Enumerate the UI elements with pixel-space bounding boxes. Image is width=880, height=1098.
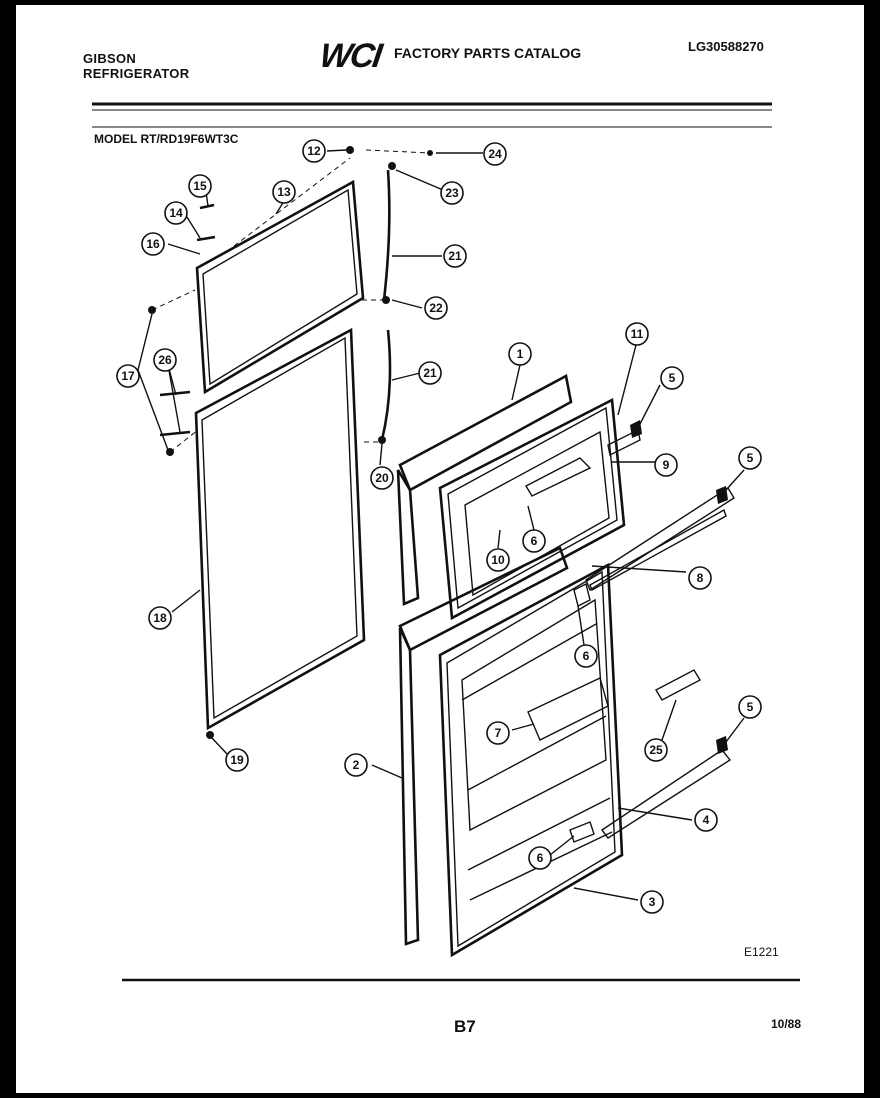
product-type: REFRIGERATOR <box>83 66 190 81</box>
callout-15: 15 <box>188 174 212 198</box>
callout-1: 1 <box>508 342 532 366</box>
svg-text:5: 5 <box>747 451 754 465</box>
callout-11: 11 <box>625 322 649 346</box>
brand-name: GIBSON <box>83 51 137 66</box>
callout-9: 9 <box>654 453 678 477</box>
svg-text:14: 14 <box>169 206 183 220</box>
callout-24: 24 <box>483 142 507 166</box>
callout-20: 20 <box>370 466 394 490</box>
callout-6a: 6 <box>522 529 546 553</box>
svg-text:3: 3 <box>649 895 656 909</box>
leader-lines <box>137 149 745 901</box>
svg-text:15: 15 <box>193 179 207 193</box>
svg-text:23: 23 <box>445 186 459 200</box>
svg-text:6: 6 <box>583 649 590 663</box>
svg-text:13: 13 <box>277 185 291 199</box>
parts-catalog-page: GIBSON REFRIGERATOR WCI FACTORY PARTS CA… <box>16 5 864 1093</box>
svg-text:26: 26 <box>158 353 172 367</box>
callout-17: 17 <box>116 364 140 388</box>
callout-6c: 6 <box>528 846 552 870</box>
svg-text:9: 9 <box>663 458 670 472</box>
callout-16: 16 <box>141 232 165 256</box>
fresh-food-door-gasket <box>194 327 366 731</box>
svg-text:16: 16 <box>146 237 160 251</box>
callout-25: 25 <box>644 738 668 762</box>
callout-3: 3 <box>640 890 664 914</box>
callout-5a: 5 <box>660 366 684 390</box>
svg-text:22: 22 <box>429 301 443 315</box>
freezer-door-breaker <box>396 374 573 606</box>
svg-text:21: 21 <box>448 249 462 263</box>
callout-21a: 21 <box>443 244 467 268</box>
svg-text:4: 4 <box>703 813 710 827</box>
callout-18: 18 <box>148 606 172 630</box>
svg-text:21: 21 <box>423 366 437 380</box>
svg-text:10: 10 <box>491 553 505 567</box>
callout-10: 10 <box>486 548 510 572</box>
model-number: MODEL RT/RD19F6WT3C <box>94 132 239 146</box>
brand-block: GIBSON REFRIGERATOR <box>83 51 189 81</box>
svg-text:6: 6 <box>537 851 544 865</box>
svg-text:25: 25 <box>649 743 663 757</box>
revision-date: 10/88 <box>771 1017 802 1031</box>
svg-text:2: 2 <box>353 758 360 772</box>
svg-text:11: 11 <box>631 327 644 341</box>
svg-text:20: 20 <box>375 471 389 485</box>
callout-2: 2 <box>344 753 368 777</box>
freezer-door-liner <box>438 397 626 621</box>
svg-text:7: 7 <box>495 726 502 740</box>
door-racks <box>525 420 735 843</box>
exploded-parts-diagram: .ln { stroke:#111; stroke-width:1.4; fil… <box>92 102 800 982</box>
svg-text:8: 8 <box>697 571 704 585</box>
alignment-lines <box>151 149 431 453</box>
svg-text:5: 5 <box>669 371 676 385</box>
fresh-food-door-liner <box>438 562 624 958</box>
callout-8: 8 <box>688 566 712 590</box>
callout-22: 22 <box>424 296 448 320</box>
callout-7: 7 <box>486 721 510 745</box>
svg-text:24: 24 <box>488 147 502 161</box>
callout-label: 1 <box>517 347 524 361</box>
callout-5c: 5 <box>738 695 762 719</box>
catalog-number: LG30588270 <box>688 39 764 54</box>
callout-12: 12 <box>302 139 326 163</box>
callout-23: 23 <box>440 181 464 205</box>
svg-text:5: 5 <box>747 700 754 714</box>
callout-6b: 6 <box>574 644 598 668</box>
callout-13: 13 <box>272 180 296 204</box>
svg-text:6: 6 <box>531 534 538 548</box>
svg-text:12: 12 <box>307 144 321 158</box>
callout-19: 19 <box>225 748 249 772</box>
svg-text:19: 19 <box>230 753 244 767</box>
page-number: B7 <box>454 1017 476 1036</box>
callout-26: 26 <box>153 348 177 372</box>
svg-text:17: 17 <box>121 369 135 383</box>
hinge-rods <box>148 146 433 739</box>
callout-5b: 5 <box>738 446 762 470</box>
freezer-door-gasket <box>195 179 365 395</box>
svg-text:18: 18 <box>153 611 167 625</box>
catalog-title: FACTORY PARTS CATALOG <box>394 45 582 61</box>
callout-4: 4 <box>694 808 718 832</box>
callout-21b: 21 <box>418 361 442 385</box>
figure-code: E1221 <box>744 945 779 959</box>
fresh-food-outer-gasket <box>398 546 569 946</box>
callout-14: 14 <box>164 201 188 225</box>
